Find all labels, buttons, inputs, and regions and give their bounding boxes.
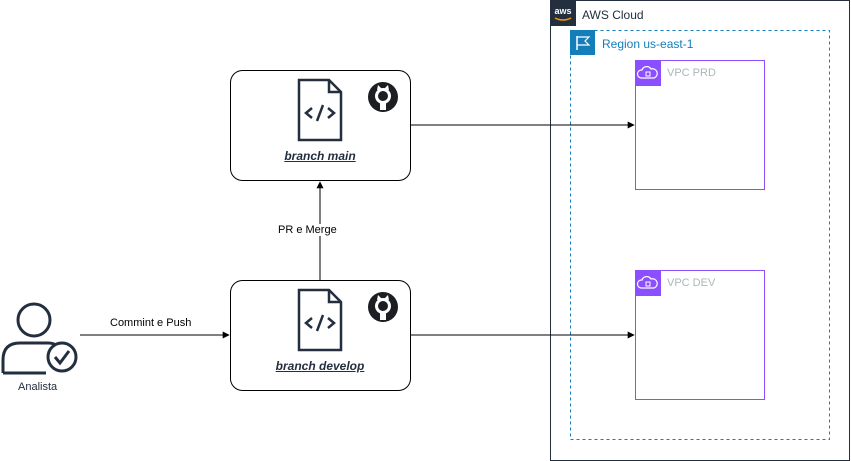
github-icon: [368, 292, 398, 322]
branch-main-label: branch main: [284, 149, 356, 163]
vpc-cloud-icon: [635, 60, 661, 86]
actor-label: Analista: [18, 381, 58, 393]
vpc-dev-group: [635, 270, 765, 400]
edge-pr-merge-label: PR e Merge: [276, 224, 339, 236]
user-check-icon: [1, 302, 78, 375]
vpc-dev-title: VPC DEV: [667, 277, 716, 289]
code-file-icon: [297, 78, 343, 142]
aws-cloud-title: AWS Cloud: [582, 8, 644, 22]
region-title: Region us-east-1: [602, 37, 694, 51]
svg-text:aws: aws: [554, 6, 571, 16]
branch-develop-label: branch develop: [275, 359, 365, 373]
region-group: [570, 30, 830, 440]
vpc-cloud-icon: [635, 270, 661, 296]
code-file-icon: [297, 288, 343, 352]
aws-logo-icon: aws: [550, 0, 576, 26]
vpc-prd-title: VPC PRD: [667, 67, 716, 79]
vpc-prd-group: [635, 60, 765, 190]
region-flag-icon: [570, 30, 595, 55]
github-icon: [368, 82, 398, 112]
aws-cloud-group: [550, 0, 850, 461]
edge-commit-label: Commint e Push: [108, 317, 194, 329]
